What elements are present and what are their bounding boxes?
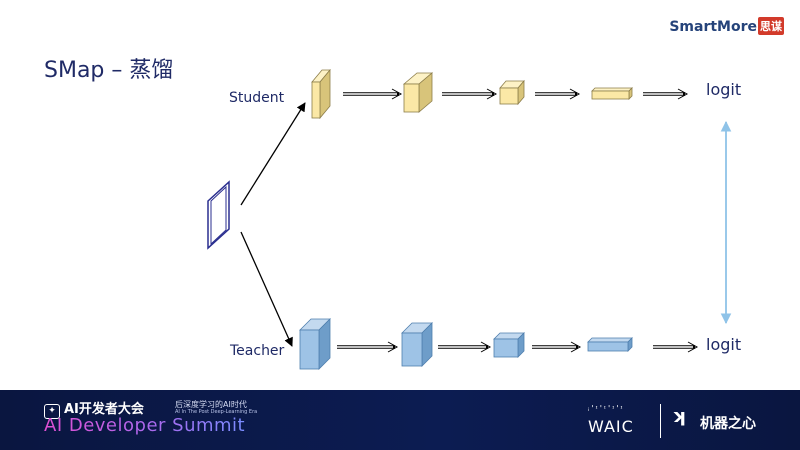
distillation-diagram [207,68,732,370]
teacher-flow-arrows [337,341,699,353]
student-cube-4 [591,87,633,100]
student-cube-3 [499,79,525,106]
teacher-cube-1 [299,318,331,370]
teacher-cube-3 [493,332,525,358]
event-tagline-en: AI In The Post Deep-Learning Era [175,409,258,415]
teacher-label: Teacher [230,343,285,359]
footer-divider [660,404,661,438]
jiqizhixin-logo: 机器之心 [700,416,756,432]
branch-arrow-teacher [240,231,293,347]
branch-arrow-student [240,102,306,206]
student-logit-label: logit [706,80,742,99]
event-title-en: AI Developer Summit [44,415,246,436]
ai-badge-icon: ✦ [44,404,60,419]
student-cube-1 [311,68,331,120]
student-flow-arrows [343,88,689,100]
event-title-cn: ✦AI开发者大会 [44,398,144,419]
student-label: Student [229,90,285,106]
event-tagline-cn: 后深度学习的AI时代 [175,400,247,409]
waic-logo-mark: ᵢ'ᶦ'ᶦ'ᶦ'ᶦ [588,404,625,413]
teacher-cube-2 [401,322,433,367]
teacher-cube-4 [587,337,633,352]
brand-latin: SmartMore [669,19,757,35]
brand-cjk: 思谋 [758,17,784,35]
teacher-logit-label: logit [706,335,742,354]
student-cube-2 [402,72,434,113]
footer-banner: ✦AI开发者大会 后深度学习的AI时代 AI In The Post Deep-… [0,390,800,450]
jiqizhixin-logo-icon: ʞ [672,406,686,427]
input-image [207,180,230,250]
waic-logo: WAIC [588,417,634,436]
slide-title: SMap – 蒸馏 [44,58,174,83]
